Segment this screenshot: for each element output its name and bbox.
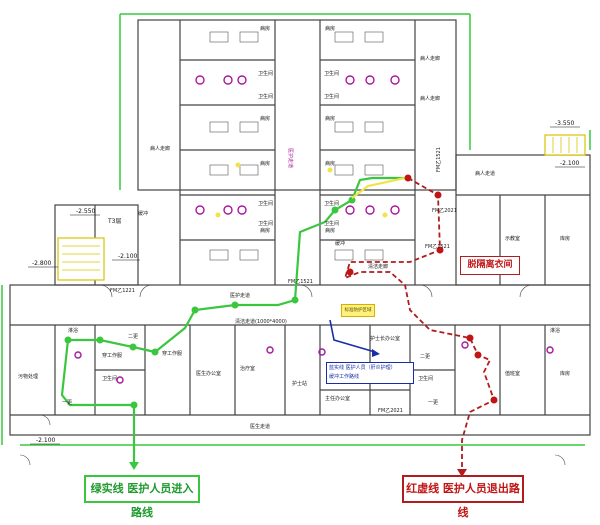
bath-label-6: 卫生间 [324,93,339,100]
ward-fixtures [74,75,554,384]
door-label-5: FM乙2021 [432,207,457,214]
center-corridor-label: 医护走道 [287,148,294,168]
ward-label-3: 病房 [260,160,270,167]
bath-label-1: 卫生间 [258,70,273,77]
right-room-2-label: 库房 [560,235,570,242]
stair-right [544,134,586,156]
bath-label-2: 卫生间 [258,93,273,100]
stair-left [57,237,105,281]
change-label-3: 一更 [62,400,72,406]
ward-label-1: 病房 [260,25,270,32]
duty-room-label: 值班室 [505,370,520,377]
bath-label-5: 卫生间 [324,70,339,77]
yellow-fixtures [215,162,388,218]
building-walls [9,19,591,436]
door-label-2: FM乙1521 [288,278,313,285]
buffer-label-2: 缓冲 [335,240,345,247]
storage-label: 库房 [560,370,570,377]
office-label-1: 医生办公室 [196,370,221,377]
standard-protection-tag: 标准防护区域 [341,304,375,317]
change-label-4: 一更 [428,400,438,406]
buffer-label-1: 缓冲 [138,210,148,217]
level-top-right: -3.550 [555,120,575,127]
office-label-3: 护士长办公室 [370,335,400,342]
clean-corridor-label: 清洁走廊 [368,263,388,270]
blue-route-note: 蓝实线 医护人员（肝炎护理） 缓冲工作路线 [326,362,414,384]
ward-label-5: 病房 [325,25,335,32]
left-patient-corridor-label: 病人走廊 [150,145,170,152]
level-left-lower: -2.100 [118,253,138,260]
bath-label-7: 卫生间 [324,200,339,207]
undress-room-label: 脱隔离衣间 [460,256,520,275]
ward-label-6: 病房 [325,115,335,122]
shower-label-1: 淋浴 [68,327,78,334]
door-label-4: FM乙1521 [435,147,442,172]
toilet-label-1: 卫生间 [102,375,117,382]
right-patient-corridor-label: 病人走廊 [420,95,440,102]
nurse-station-label: 护士站 [292,380,307,387]
shower-label-2: 淋浴 [550,327,560,334]
legend-red-exit: 红虚线 医护人员退出路线 [402,475,524,519]
red-exit-route [343,174,498,477]
ward-label-7: 病房 [325,160,335,167]
legend-green-entry: 绿实线 医护人员进入路线 [84,475,200,519]
change-label-2: 二更 [420,354,430,360]
bath-label-8: 卫生间 [324,220,339,227]
door-label-1: FM乙1221 [110,287,135,294]
blue-note-line-2: 缓冲工作路线 [329,374,360,380]
left-room-label: 污物处理 [18,373,38,380]
floor-plan-diagram: 病房 病房 病房 病房 病房 病房 病房 病房 卫生间 卫生间 卫生间 卫生间 … [1,13,591,477]
door-label-3: FM乙1521 [425,243,450,250]
level-mid-right: -2.100 [560,160,580,167]
change-label-1: 二更 [128,334,138,340]
room-labels: 病房 病房 病房 病房 病房 病房 病房 病房 卫生间 卫生间 卫生间 卫生间 … [18,25,570,430]
blue-route [329,319,380,357]
treatment-room-label: 治疗室 [240,365,255,372]
bed-symbols [209,31,384,261]
blue-note-line-1: 蓝实线 医护人员（肝炎护理） [329,365,396,371]
door-label-6: FM乙2021 [378,407,403,414]
bath-label-3: 卫生间 [258,200,273,207]
level-left-stair: -2.800 [32,260,52,267]
staff-corridor-label: 医护走道 [230,292,250,299]
left-mid-tag: T3层 [107,218,121,225]
ward-label-2: 病房 [260,115,270,122]
bath-label-4: 卫生间 [258,220,273,227]
yellow-route [351,176,406,199]
bottom-corridor-label: 医生走道 [250,423,270,430]
green-outline [1,13,591,446]
level-bottom-left: -2.100 [36,437,56,444]
right-corridor-label: 病人走道 [475,170,495,177]
office-label-2: 主任办公室 [325,395,350,402]
mid-corridor-label: 清洁走道(1000*4000) [235,318,287,325]
level-left-upper: -2.550 [76,208,96,215]
toilet-label-2: 卫生间 [418,375,433,382]
right-room-label: 病人走廊 [420,55,440,62]
ward-label-8: 病房 [325,227,335,234]
ward-label-4: 病房 [260,227,270,234]
right-room-1-label: 示教室 [505,235,520,242]
dressing-label-2: 穿工作服 [162,350,182,357]
dressing-label-1: 穿工作服 [102,352,122,359]
green-entry-route [60,176,408,470]
door-swings [19,284,566,466]
level-markers: -3.550 -2.100 -2.550 -2.100 -2.800 -2.10… [28,120,585,445]
